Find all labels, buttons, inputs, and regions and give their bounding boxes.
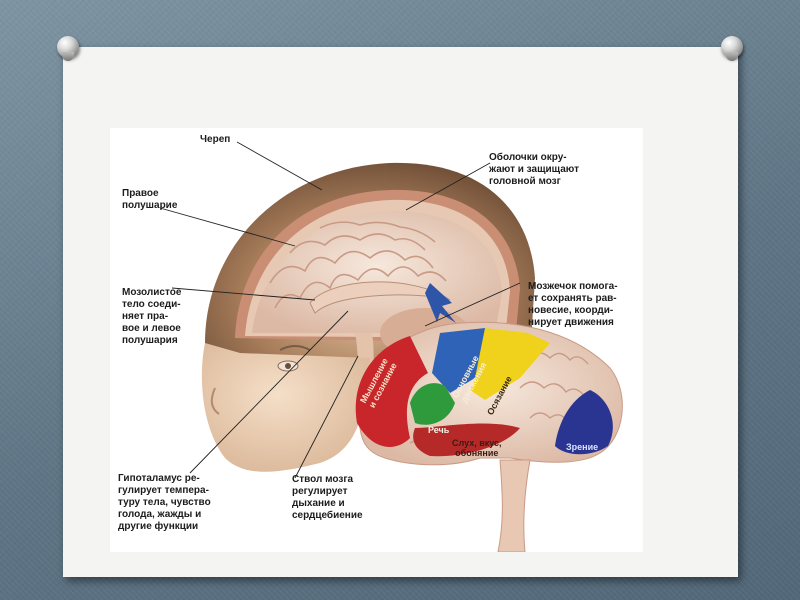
label-hypothalamus: Гипоталамус ре- гулирует темпера- туру т… [118,473,211,533]
region-label-speech: Речь [428,425,449,435]
label-meninges: Оболочки окру- жают и защищают головной … [489,152,579,188]
label-right-hemisphere: Правое полушарие [122,188,177,212]
region-label-hearing: Слух, вкус, обоняние [452,438,502,458]
label-corpus-callosum: Мозолистое тело соеди- няет пра- вое и л… [122,287,181,347]
label-brainstem: Ствол мозга регулирует дыхание и сердцеб… [292,474,363,522]
label-skull: Череп [200,134,230,146]
region-label-vision: Зрение [566,442,598,452]
pupil [285,363,291,369]
pushpin-left-icon [57,36,79,58]
label-cerebellum: Мозжечок помога- ет сохранять рав- новес… [528,281,618,329]
pushpin-right-icon [721,36,743,58]
